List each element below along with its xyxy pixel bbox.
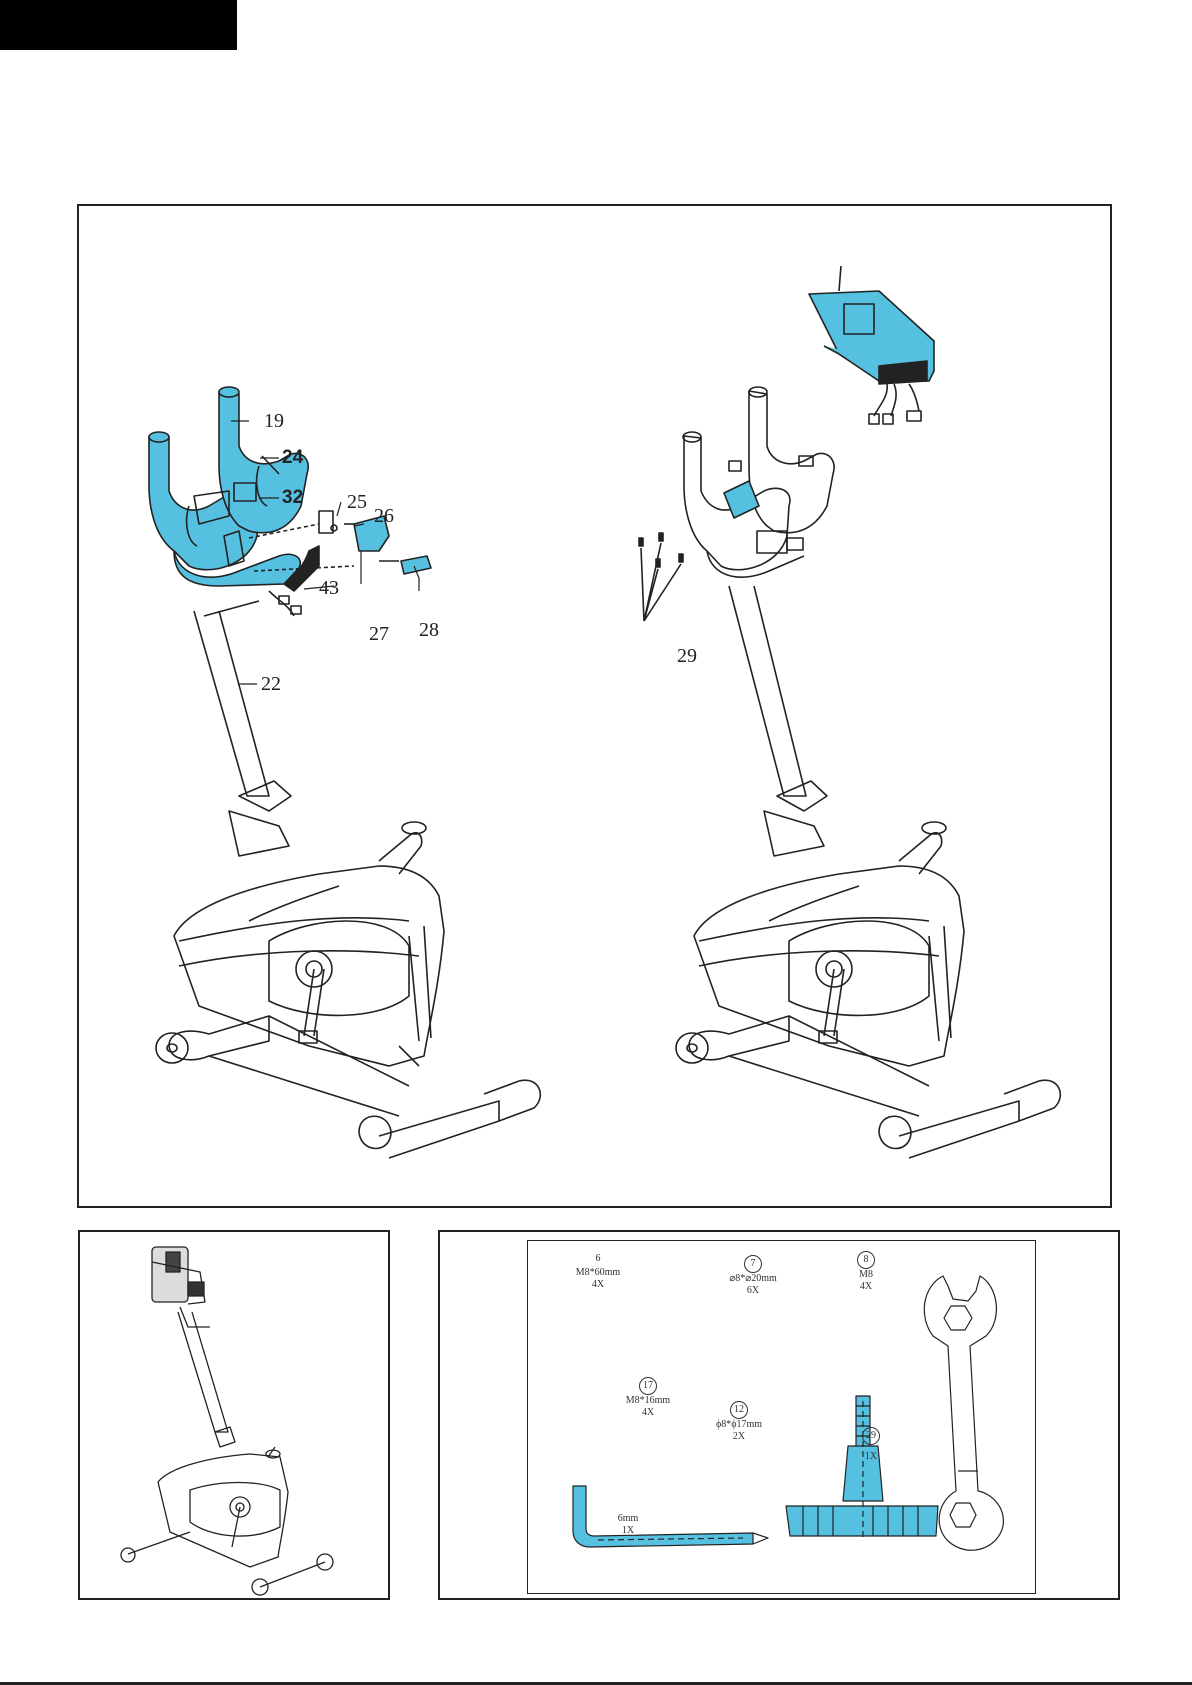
part-label-26: 26 — [374, 506, 394, 526]
hardware-pack-panel: 6 M8*60mm 4X 7 ⌀8*⌀20mm 6X 8 M8 4X 17 M8… — [438, 1230, 1120, 1600]
console-highlight — [809, 266, 934, 424]
assembled-bike-preview-panel — [78, 1230, 390, 1600]
assembly-diagram-panel: 19 24 32 25 26 43 27 28 22 29 — [77, 204, 1112, 1208]
assembly-drawing — [79, 206, 1114, 1210]
part-label-29: 29 — [677, 646, 697, 666]
part-label-28: 28 — [419, 620, 439, 640]
part-label-27: 27 — [369, 624, 389, 644]
hardware-item-17: 17 M8*16mm 4X — [618, 1377, 678, 1419]
part-label-19: 19 — [264, 411, 284, 431]
hardware-item-7: 7 ⌀8*⌀20mm 6X — [718, 1255, 788, 1297]
hardware-item-allen-key: 6mm 1X — [608, 1513, 648, 1537]
screws-29 — [639, 533, 683, 621]
hardware-item-29: 29 1X — [853, 1427, 889, 1463]
part-label-32: 32 — [282, 488, 303, 507]
hardware-item-8: 8 M8 4X — [846, 1251, 886, 1293]
left-bike-frame — [156, 601, 540, 1158]
part-label-25: 25 — [347, 492, 367, 512]
part-label-43: 43 — [319, 578, 339, 598]
hardware-frame: 6 M8*60mm 4X 7 ⌀8*⌀20mm 6X 8 M8 4X 17 M8… — [527, 1240, 1036, 1594]
part-label-22: 22 — [261, 674, 281, 694]
hardware-item-12: 12 ϕ8*ϕ17mm 2X — [704, 1401, 774, 1443]
hardware-item-6: 6 M8*60mm 4X — [568, 1251, 628, 1291]
part-label-24: 24 — [282, 448, 303, 467]
assembled-bike-illustration — [80, 1232, 392, 1602]
section-header-tab — [0, 0, 237, 50]
